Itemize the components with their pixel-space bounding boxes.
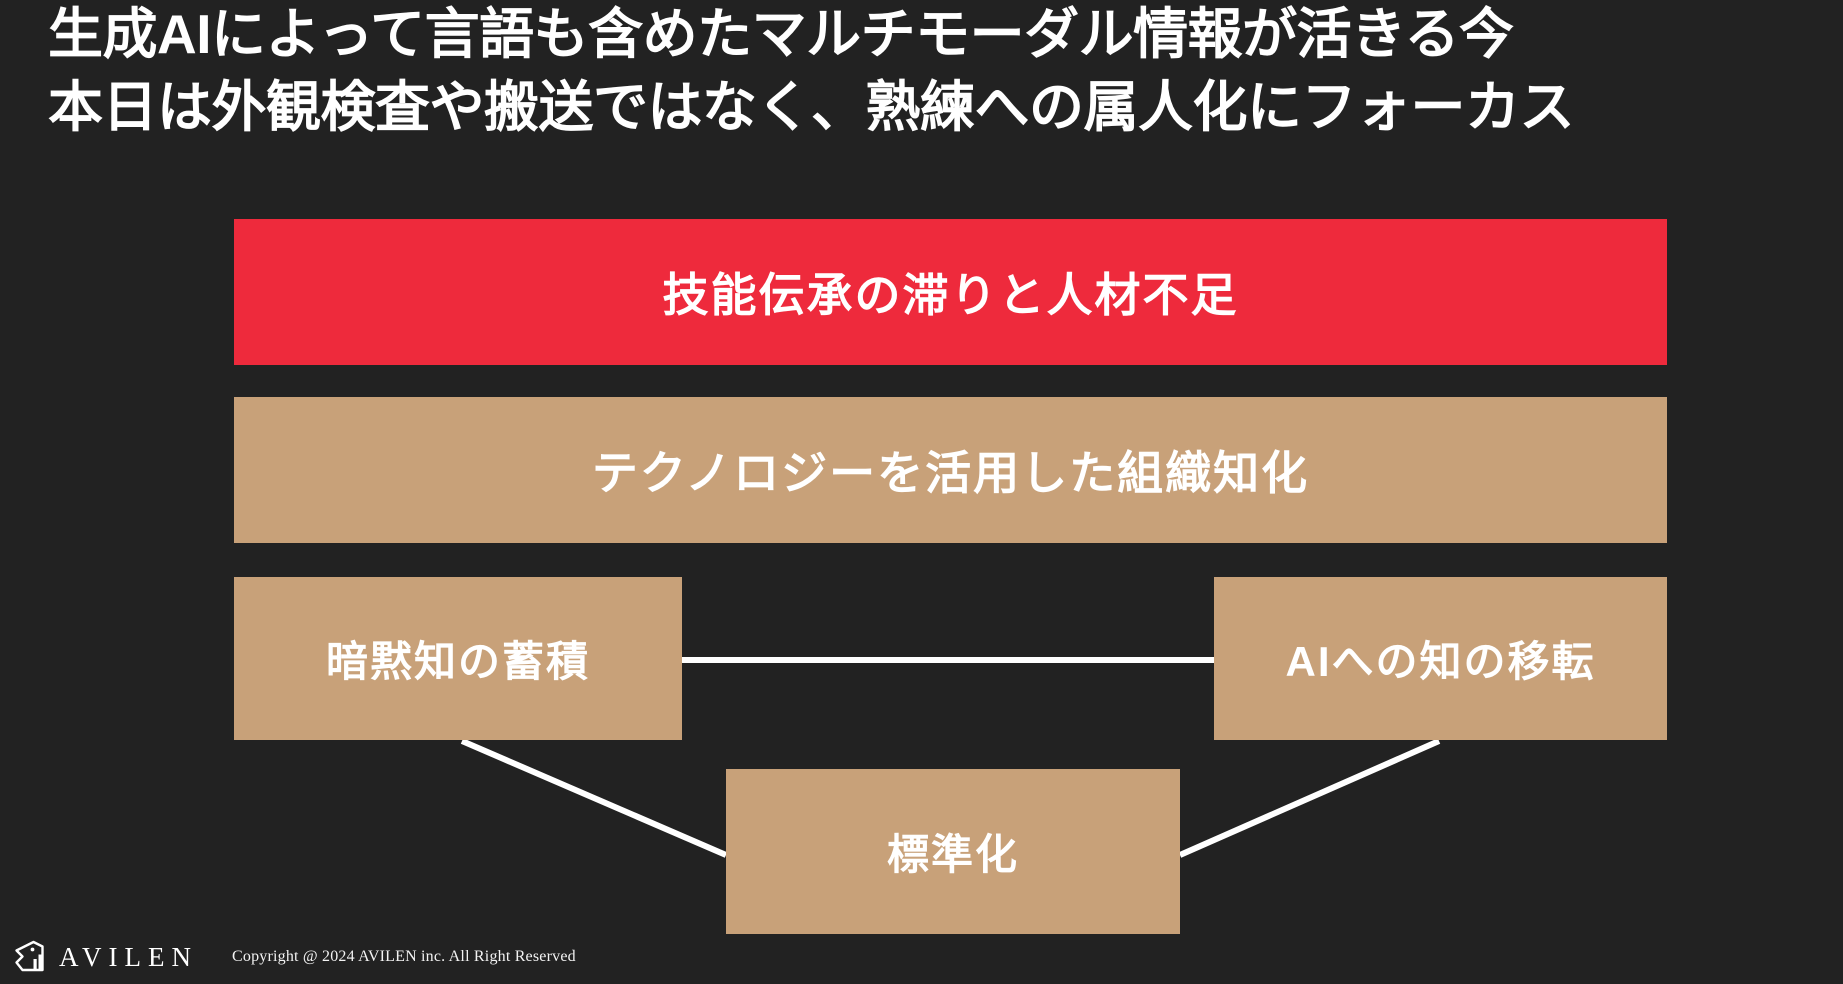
headline-line-2: 本日は外観検査や搬送ではなく、熟練への属人化にフォーカス (48, 75, 1575, 138)
solution-box-label: テクノロジーを活用した組織知化 (591, 447, 1310, 499)
connector-tacit-to-standard (460, 738, 728, 858)
connector-transfer-to-standard (1178, 738, 1441, 858)
headline-line-1: 生成AIによって言語も含めたマルチモーダル情報が活きる今 (48, 3, 1514, 65)
pillar-box-standardization-label: 標準化 (886, 831, 1019, 878)
solution-box: テクノロジーを活用した組織知化 (234, 397, 1667, 543)
pillar-box-tacit-knowledge-label: 暗黙知の蓄積 (325, 638, 590, 685)
pillar-box-tacit-knowledge: 暗黙知の蓄積 (234, 577, 682, 740)
avilen-lion-mark-icon (15, 940, 44, 972)
pillar-box-standardization: 標準化 (726, 769, 1180, 934)
avilen-wordmark: AVILEN (59, 941, 198, 972)
pillar-box-ai-transfer-label: AIへの知の移転 (1285, 638, 1596, 685)
slide-footer: AVILEN Copyright @ 2024 AVILEN inc. All … (0, 930, 1843, 984)
pillar-box-ai-transfer: AIへの知の移転 (1214, 577, 1667, 740)
problem-box: 技能伝承の滞りと人材不足 (234, 219, 1667, 365)
problem-box-label: 技能伝承の滞りと人材不足 (662, 269, 1239, 321)
copyright-text: Copyright @ 2024 AVILEN inc. All Right R… (232, 948, 576, 965)
page-title: 生成AIによって言語も含めたマルチモーダル情報が活きる今 本日は外観検査や搬送で… (48, 2, 1808, 140)
